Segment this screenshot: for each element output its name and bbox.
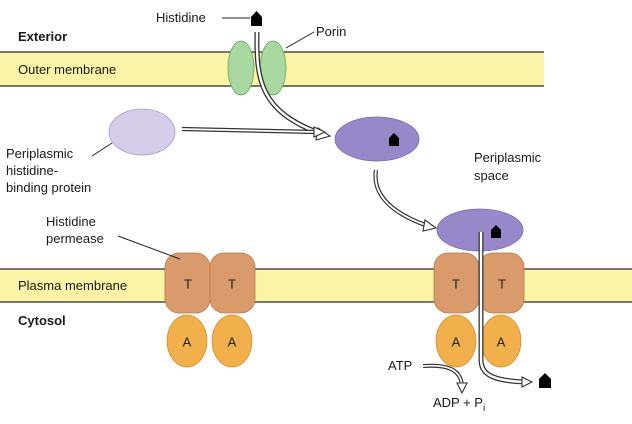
binding-protein-label-line3: binding protein: [6, 180, 91, 195]
permease-left-a-label-1: A: [183, 335, 192, 350]
histidine-label: Histidine: [156, 10, 206, 25]
plasma-membrane-band: [0, 269, 632, 302]
porin-left-subunit: [227, 40, 255, 96]
histidine-icon-docked: [491, 225, 501, 238]
atp-arrowhead: [456, 382, 468, 395]
histidine-icon-cytosol: [539, 373, 551, 388]
binding-arrow-arrowhead: [313, 126, 327, 138]
porin-leader-line: [285, 31, 315, 49]
histidine-icon-top: [251, 11, 262, 26]
periplasmic-space-label-line1: Periplasmic: [474, 150, 542, 165]
permease-right-a-subunit-1: [435, 314, 477, 368]
histidine-icon-bound: [389, 133, 399, 146]
binding-protein-bound: [334, 116, 420, 162]
permease-leader-line: [117, 235, 181, 260]
binding-protein-label-line1: Periplasmic: [6, 146, 74, 161]
porin-label: Porin: [316, 24, 346, 39]
permease-left-t-subunit-2: [209, 252, 256, 314]
delivery-arrow-arrowhead: [422, 219, 438, 232]
binding-arrow-fill: [181, 128, 317, 133]
permease-left-a-subunit-1: [166, 314, 208, 368]
permease-right-a-label-1: A: [452, 335, 461, 350]
permease-label-line2: permease: [46, 231, 104, 246]
periplasmic-space-label-line2: space: [474, 168, 509, 183]
permease-right-a-label-2: A: [497, 335, 506, 350]
binding-protein-empty: [108, 108, 176, 156]
atp-label: ATP: [388, 358, 412, 373]
permease-left-t-label-1: T: [184, 277, 192, 292]
atp-arrow-fill: [422, 364, 463, 387]
permease-right-t-label-1: T: [452, 277, 460, 292]
permease-left-a-subunit-2: [211, 314, 253, 368]
translocation-arrowhead: [521, 376, 534, 388]
exterior-label: Exterior: [18, 29, 67, 44]
porin-path-fill: [255, 31, 323, 136]
binding-protein-label-line2: histidine-: [6, 163, 58, 178]
atp-arrow-outline: [422, 363, 464, 387]
cytosol-label: Cytosol: [18, 313, 66, 328]
permease-left-a-label-2: A: [228, 335, 237, 350]
permease-right-t-label-2: T: [498, 277, 506, 292]
plasma-membrane-label: Plasma membrane: [18, 278, 127, 293]
translocation-path-fill: [479, 232, 527, 384]
adp-pi-label: ADP + Pi: [433, 395, 485, 414]
delivery-arrow-fill: [374, 169, 429, 227]
outer-membrane-label: Outer membrane: [18, 62, 116, 77]
permease-label-line1: Histidine: [46, 214, 96, 229]
binding-protein-leader-line: [91, 142, 113, 157]
permease-left-t-label-2: T: [228, 277, 236, 292]
